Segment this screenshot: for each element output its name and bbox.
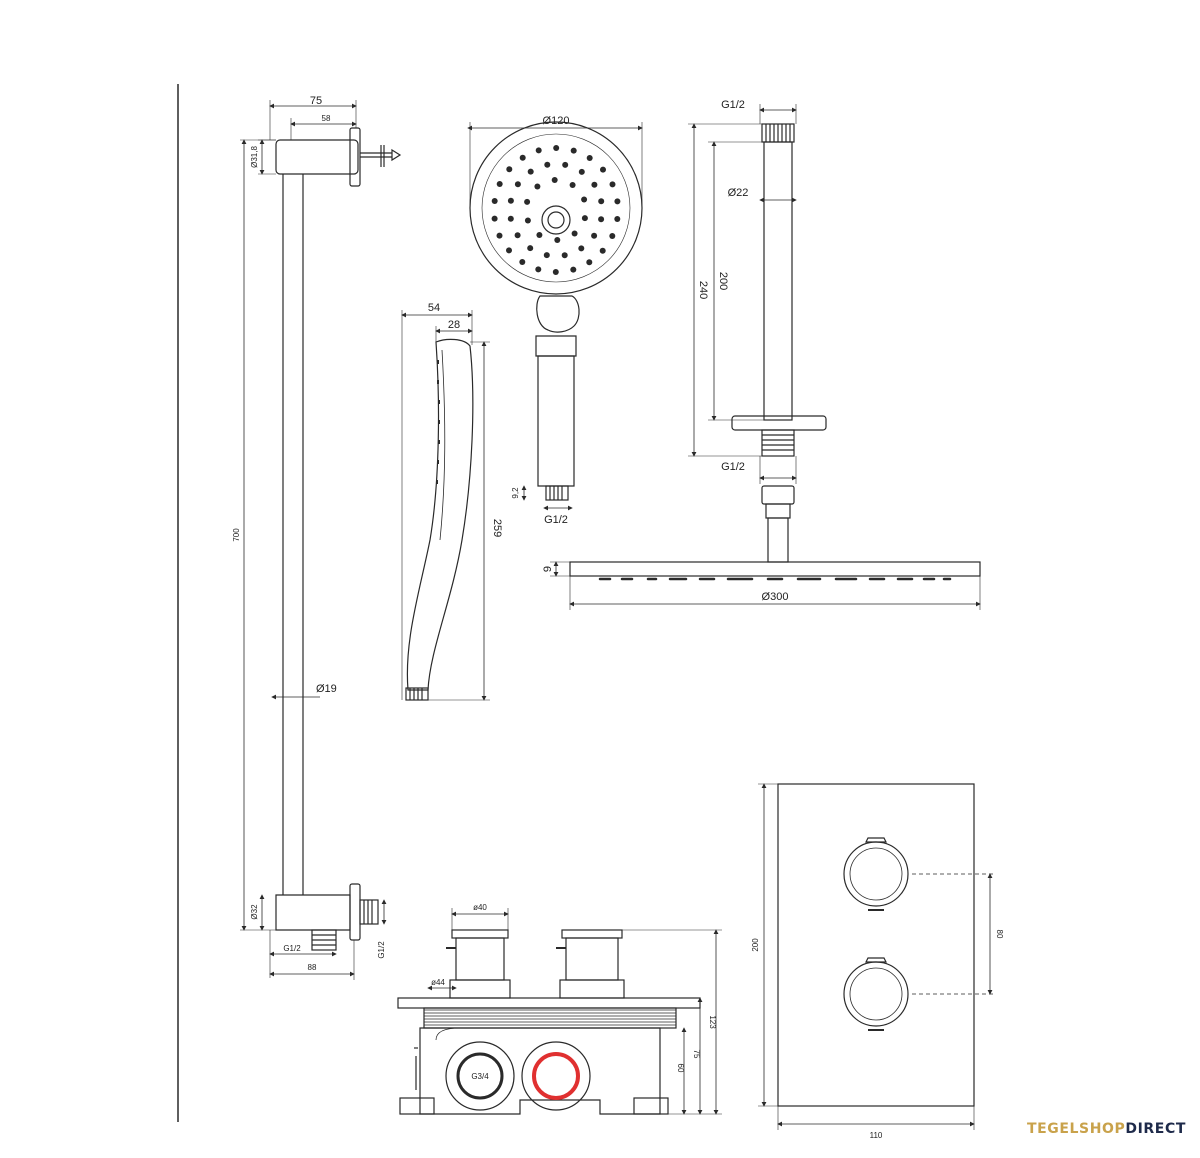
nozzle [552, 269, 559, 275]
nozzle [519, 154, 526, 161]
nozzle [569, 182, 576, 188]
dim-rail-bottom-width: 88 [308, 963, 317, 972]
dim-rail-bottom-diameter: Ø32 [250, 904, 259, 920]
nozzle [609, 181, 616, 188]
nozzle [507, 197, 514, 204]
nozzle [524, 217, 531, 224]
dim-valve-depth-75: 75 [692, 1050, 701, 1059]
nozzle [553, 145, 560, 151]
nozzle [578, 168, 585, 175]
dim-rail-top-diameter: Ø31,8 [250, 146, 259, 168]
nozzle [491, 215, 498, 222]
nozzle [609, 233, 616, 239]
nozzle [571, 230, 578, 237]
nozzle [614, 216, 621, 222]
nozzle [519, 259, 526, 265]
brand-logo: TEGELSHOPDIRECT [1027, 1121, 1186, 1137]
nozzle [578, 245, 585, 252]
nozzle [581, 215, 588, 222]
dim-head-diameter: Ø300 [762, 591, 789, 603]
nozzle [598, 198, 605, 205]
hot-inlet-ring [532, 1052, 580, 1100]
nozzle [534, 183, 541, 190]
dim-arm-diameter: Ø22 [728, 187, 749, 199]
brand-part-2: DIRECT [1125, 1121, 1186, 1137]
nozzle [581, 196, 588, 203]
nozzle [551, 177, 558, 183]
dim-hand-length: 259 [491, 519, 503, 537]
nozzle [562, 161, 569, 168]
dim-valve-depth-60: 60 [676, 1064, 685, 1073]
face-plate-drawing [758, 783, 996, 1130]
nozzle [535, 266, 542, 273]
dim-valve-depth-total: 123 [708, 1015, 717, 1029]
dim-plate-knob-spacing: 80 [995, 930, 1004, 939]
nozzle [614, 198, 621, 205]
nozzle [570, 147, 577, 154]
nozzle [570, 266, 577, 273]
dim-hand-side-depth: 54 [428, 302, 440, 314]
dim-rail-length: 700 [232, 528, 241, 542]
nozzle [600, 166, 606, 173]
dim-plate-width: 110 [870, 1131, 883, 1140]
dim-hand-side-head: 28 [448, 319, 460, 331]
slide-rail-drawing [240, 100, 402, 980]
nozzle [544, 161, 551, 168]
dim-valve-inlet: G3/4 [471, 1072, 489, 1081]
hand-shower-nozzles [491, 145, 621, 275]
nozzle [586, 155, 593, 161]
dim-rail-outlet-thread: G1/2 [283, 944, 301, 953]
nozzle [598, 216, 605, 223]
dim-plate-height: 200 [751, 938, 760, 952]
dim-rail-top-width: 75 [310, 95, 322, 107]
dim-head-thickness: 9 [542, 566, 554, 572]
rain-head-drawing [550, 485, 981, 610]
nozzle [586, 259, 593, 266]
dim-valve-plate-diameter: ø44 [431, 978, 445, 987]
nozzle [599, 247, 606, 254]
dim-rail-outlet-thread-side: G1/2 [377, 941, 386, 959]
nozzle [591, 232, 598, 239]
dim-valve-knob-diameter: ø40 [473, 903, 487, 912]
nozzle [506, 247, 512, 254]
nozzle [496, 181, 503, 187]
dim-hand-connection-height: 9,2 [511, 487, 520, 499]
nozzle [554, 237, 561, 243]
dim-arm-top-thread: G1/2 [721, 99, 745, 111]
valve-box-drawing [397, 908, 722, 1115]
nozzle [514, 181, 521, 188]
nozzle [524, 198, 531, 205]
nozzle [491, 198, 498, 204]
nozzle [496, 232, 503, 239]
nozzle [527, 245, 534, 252]
nozzle [527, 168, 534, 175]
dim-hand-thread: G1/2 [544, 514, 568, 526]
dim-hand-diameter: Ø120 [543, 115, 570, 127]
nozzle [561, 252, 568, 259]
nozzle [507, 215, 514, 222]
nozzle [536, 232, 543, 238]
nozzle [543, 252, 550, 259]
hand-shower-side-drawing [401, 310, 490, 701]
hand-shower-front-drawing [467, 121, 643, 511]
dim-rail-diameter: Ø19 [316, 683, 337, 695]
shower-arm-drawing [688, 104, 827, 484]
nozzle [535, 147, 542, 154]
dim-arm-total-length: 240 [697, 281, 709, 299]
nozzle [514, 232, 521, 239]
dim-arm-bottom-thread: G1/2 [721, 461, 745, 473]
nozzle [506, 166, 513, 173]
brand-part-1: TEGELSHOP [1026, 1121, 1126, 1137]
dim-arm-inner-length: 200 [717, 272, 729, 290]
nozzle [591, 181, 598, 188]
dim-rail-top-offset: 58 [322, 114, 331, 123]
